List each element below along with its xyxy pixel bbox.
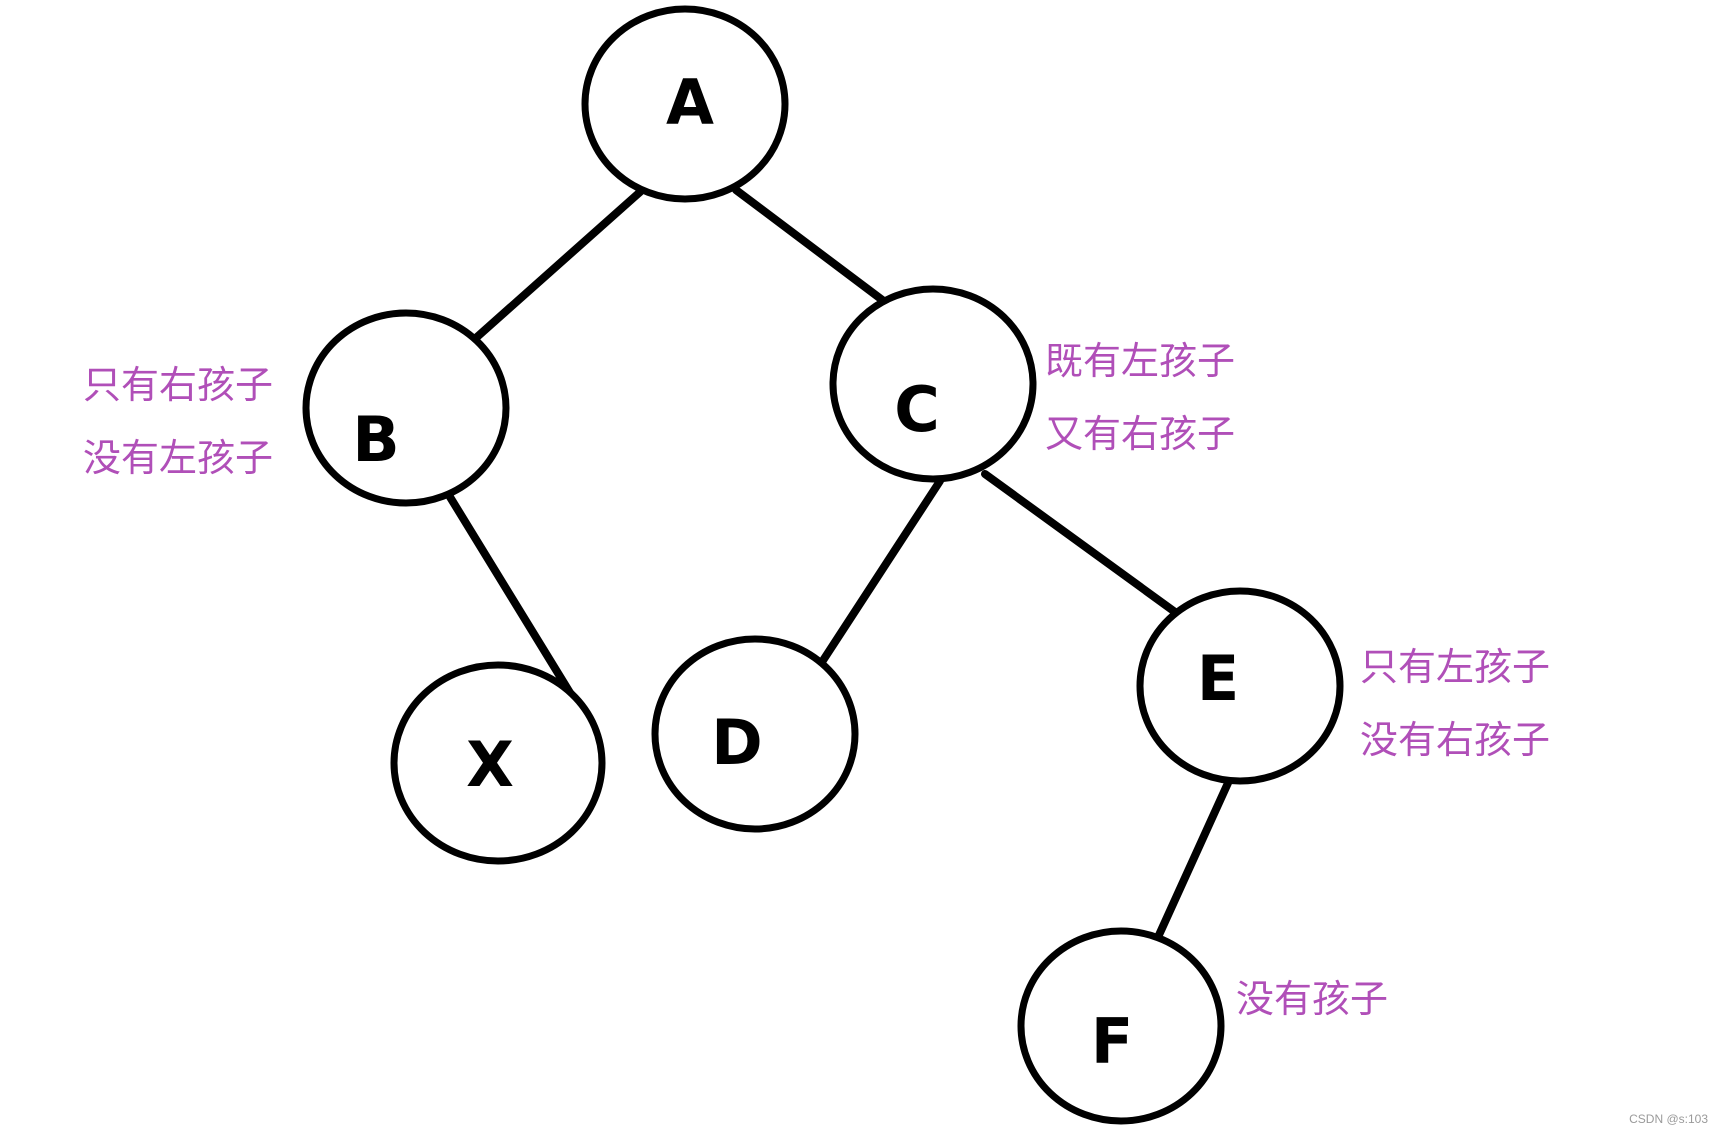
annotation-c-line1: 既有左孩子 xyxy=(1045,339,1235,383)
node-a-label: A xyxy=(666,66,714,139)
edge-a-b xyxy=(473,188,644,341)
annotation-e-line2: 没有右孩子 xyxy=(1360,718,1550,762)
edges xyxy=(446,186,1232,950)
node-e: E xyxy=(1136,587,1344,785)
edge-a-c xyxy=(732,186,889,306)
node-b: B xyxy=(302,309,510,507)
node-f-circle xyxy=(1017,927,1225,1125)
edge-b-x xyxy=(446,493,576,700)
node-e-circle xyxy=(1136,587,1344,785)
annotation-e-line1: 只有左孩子 xyxy=(1360,645,1550,689)
watermark: CSDN @s:103 xyxy=(1629,1112,1708,1126)
annotation-c: 既有左孩子 又有右孩子 xyxy=(1045,339,1235,456)
node-x-label: X xyxy=(466,728,514,801)
node-b-label: B xyxy=(352,403,399,476)
node-x: X xyxy=(390,661,606,865)
node-d-label: D xyxy=(711,706,762,779)
node-d: D xyxy=(651,635,859,833)
node-c-circle xyxy=(829,285,1037,483)
annotation-b-line1: 只有右孩子 xyxy=(83,363,273,407)
annotation-f: 没有孩子 xyxy=(1236,977,1388,1021)
edge-e-f xyxy=(1150,779,1232,950)
node-c: C xyxy=(829,285,1037,483)
annotation-b: 只有右孩子 没有左孩子 xyxy=(83,363,273,480)
node-d-circle xyxy=(651,635,859,833)
node-a-circle xyxy=(581,5,789,203)
node-f: F xyxy=(1017,927,1225,1125)
node-c-label: C xyxy=(894,373,940,446)
node-b-circle xyxy=(302,309,510,507)
node-f-label: F xyxy=(1091,1005,1133,1078)
annotation-f-line1: 没有孩子 xyxy=(1236,977,1388,1021)
annotation-b-line2: 没有左孩子 xyxy=(83,436,273,480)
edge-c-d xyxy=(818,477,944,666)
edge-c-e xyxy=(981,470,1179,616)
node-e-label: E xyxy=(1197,642,1239,715)
annotation-e: 只有左孩子 没有右孩子 xyxy=(1360,645,1550,762)
node-x-circle xyxy=(390,661,606,865)
node-a: A xyxy=(581,5,789,203)
annotation-c-line2: 又有右孩子 xyxy=(1045,412,1235,456)
